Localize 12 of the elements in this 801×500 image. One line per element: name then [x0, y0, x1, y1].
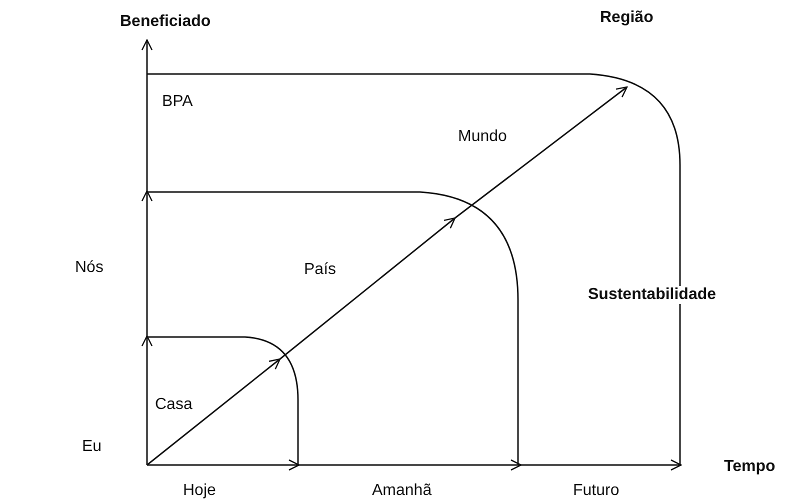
region-label: Sustentabilidade — [588, 286, 716, 304]
axis-label: Hoje — [183, 482, 216, 500]
axis-label: Eu — [82, 438, 102, 456]
region-label: País — [304, 261, 336, 279]
axis-label: Futuro — [573, 482, 620, 500]
region-label: Mundo — [458, 128, 507, 146]
axis-title: Tempo — [724, 458, 776, 476]
region-label: BPA — [162, 93, 193, 111]
region-label: Casa — [155, 396, 192, 414]
axis-label: Nós — [75, 259, 104, 277]
region-label: Região — [600, 9, 654, 27]
axis-label: Amanhã — [372, 482, 432, 500]
